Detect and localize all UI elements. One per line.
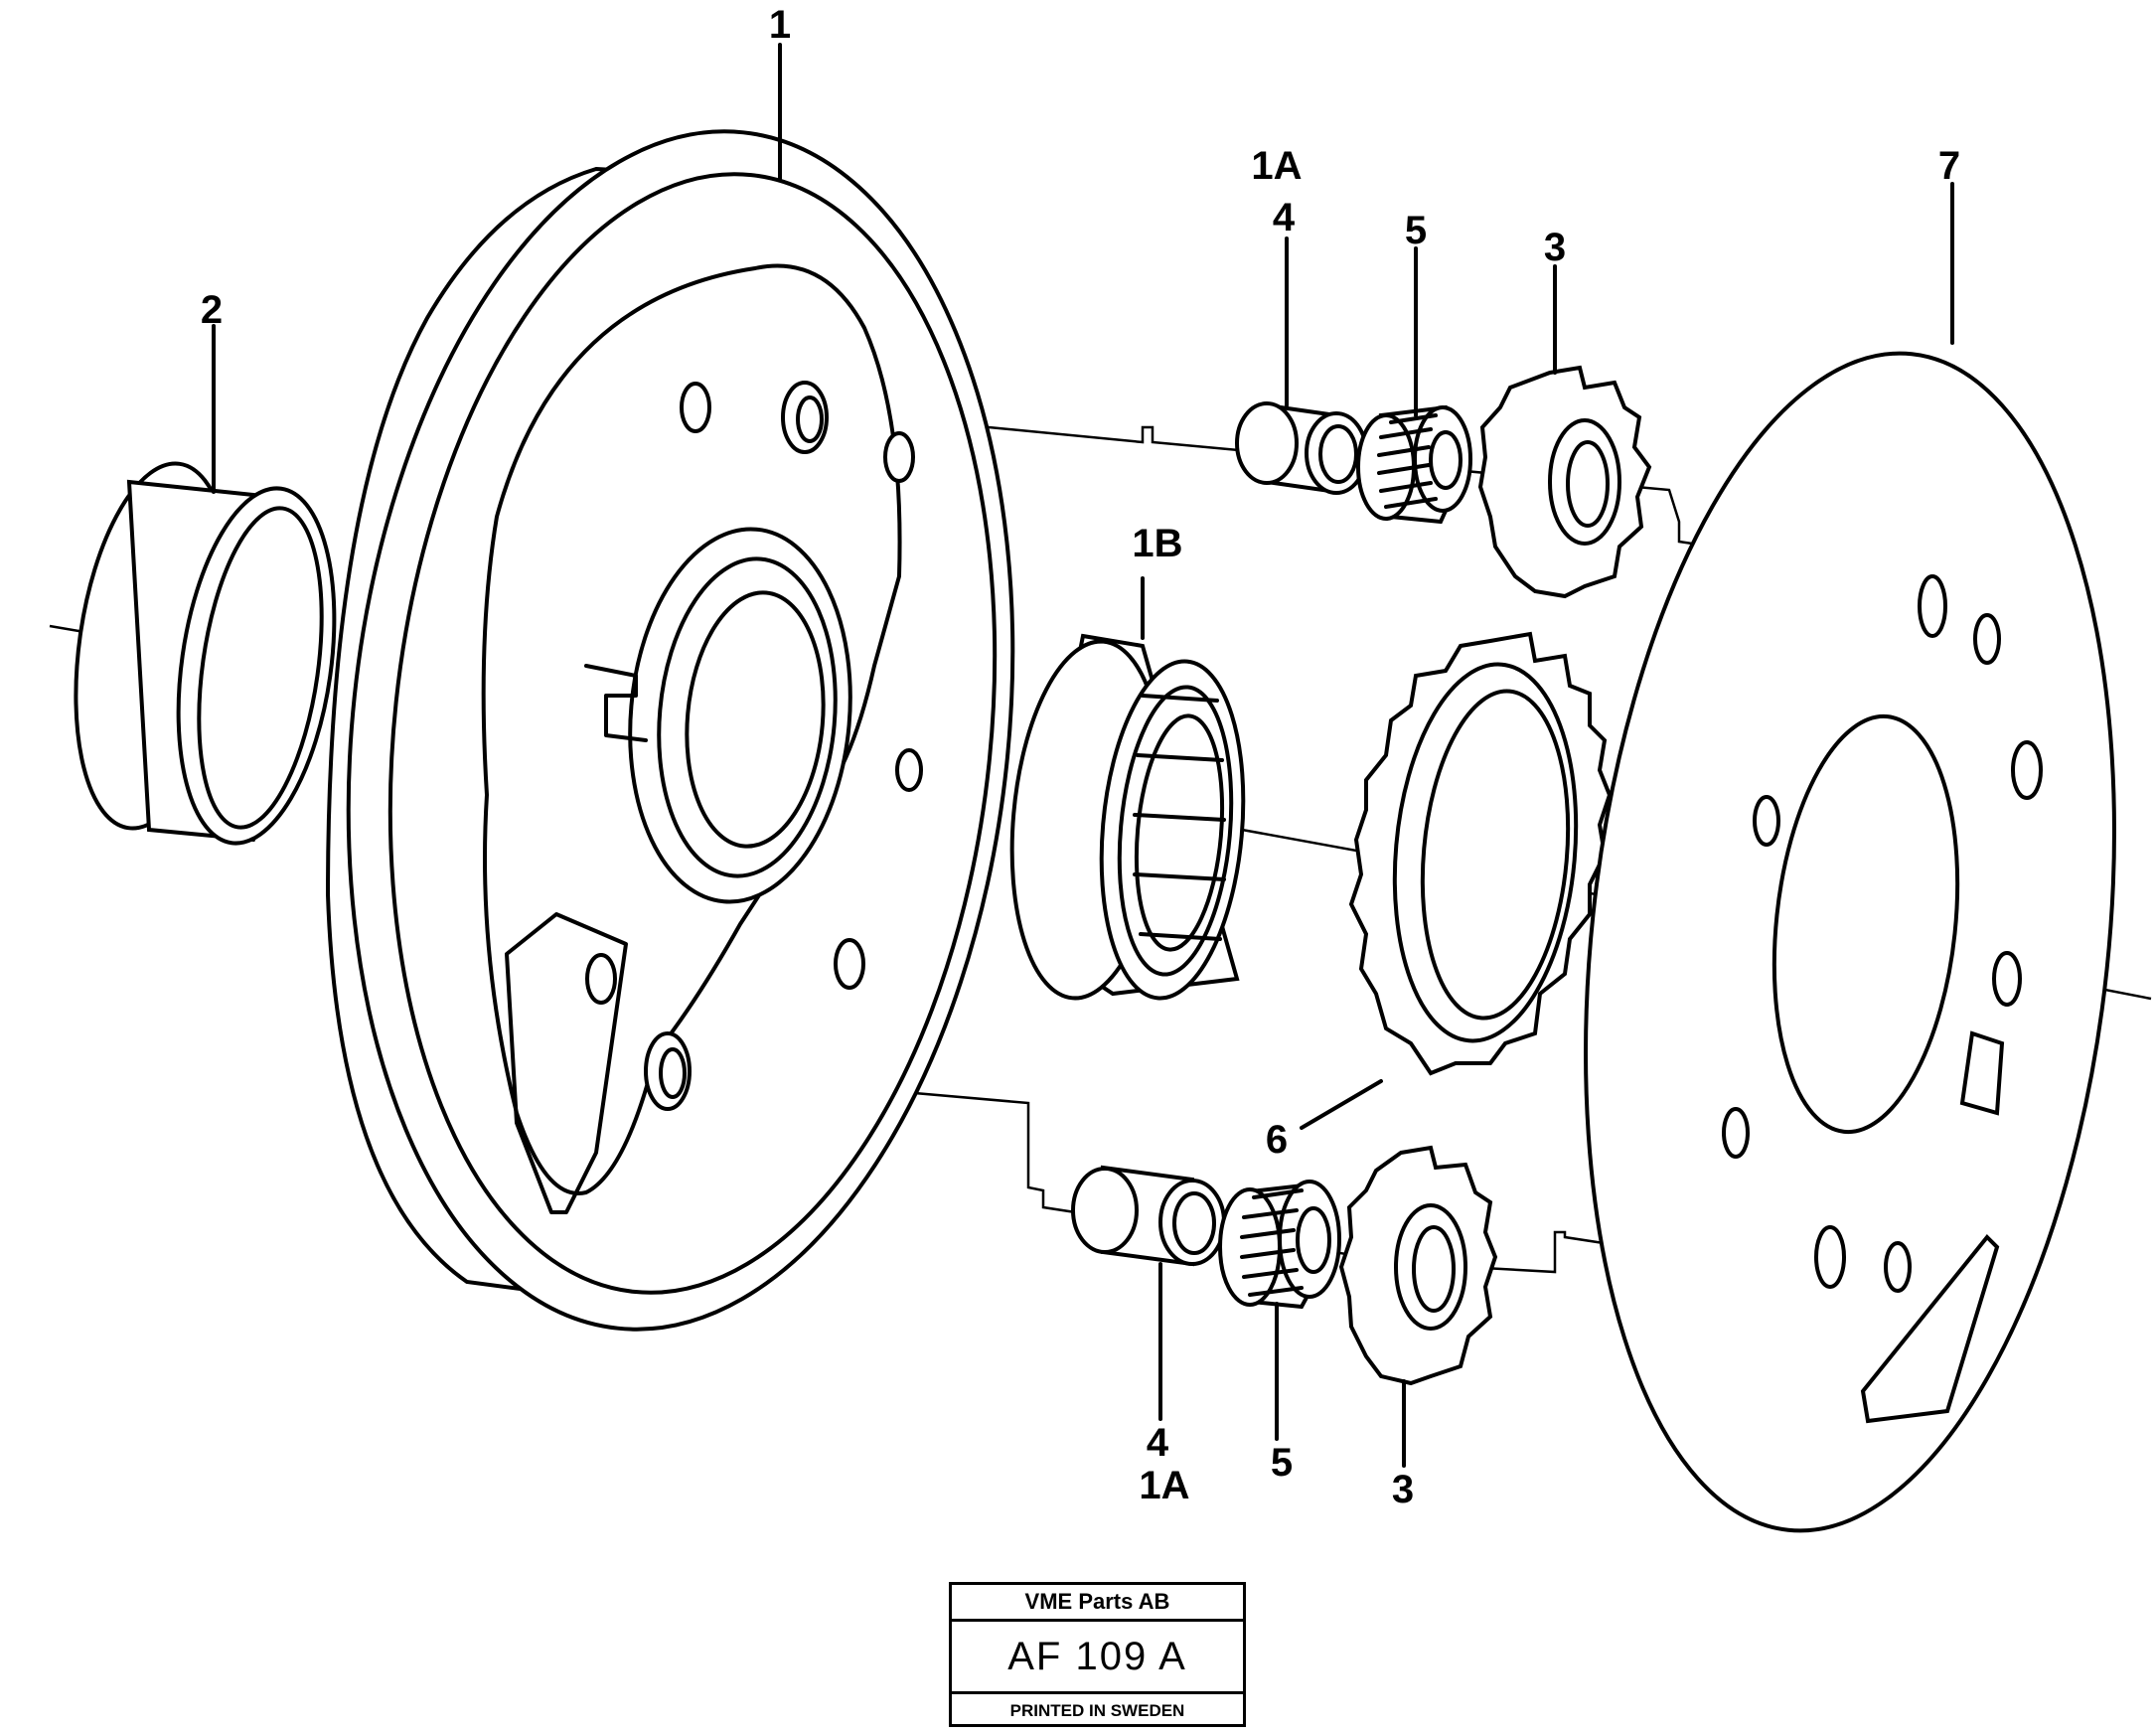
seal-ring <box>74 461 337 846</box>
callout-1a-bottom: 1A <box>1139 1464 1189 1507</box>
callout-labels: 1 2 1A 4 5 3 7 1B 6 4 1A 5 3 <box>201 3 1960 1511</box>
callout-2: 2 <box>201 288 223 332</box>
pump-housing <box>325 129 1015 1332</box>
needle-bearing-bottom <box>1218 1180 1341 1310</box>
gear-bottom <box>1338 1145 1498 1386</box>
callout-3-top: 3 <box>1544 226 1566 269</box>
company-name: VME Parts AB <box>952 1585 1243 1622</box>
gear-top <box>1477 365 1652 599</box>
leader-lines <box>212 43 1954 1468</box>
callout-4-top: 4 <box>1273 196 1296 239</box>
drawing-number: AF 109 A <box>952 1622 1243 1694</box>
callout-5-top: 5 <box>1405 209 1427 252</box>
wear-plate <box>1584 351 2116 1533</box>
sleeve-bottom <box>1071 1165 1226 1267</box>
callout-7: 7 <box>1938 144 1960 188</box>
callout-1b: 1B <box>1132 522 1182 565</box>
needle-bearing-center <box>1009 633 1246 1001</box>
title-block: VME Parts AB AF 109 A PRINTED IN SWEDEN <box>949 1582 1246 1727</box>
callout-3-bottom: 3 <box>1392 1468 1414 1511</box>
callout-6: 6 <box>1266 1118 1288 1162</box>
callout-4-bottom: 4 <box>1147 1421 1169 1465</box>
callout-1a-top: 1A <box>1251 144 1302 188</box>
callout-1: 1 <box>769 3 791 47</box>
sleeve-top <box>1235 401 1368 495</box>
printed-note: PRINTED IN SWEDEN <box>1009 1701 1185 1720</box>
ring-gear <box>1348 631 1613 1076</box>
callout-5-bottom: 5 <box>1271 1441 1293 1485</box>
needle-bearing-top <box>1356 404 1472 525</box>
